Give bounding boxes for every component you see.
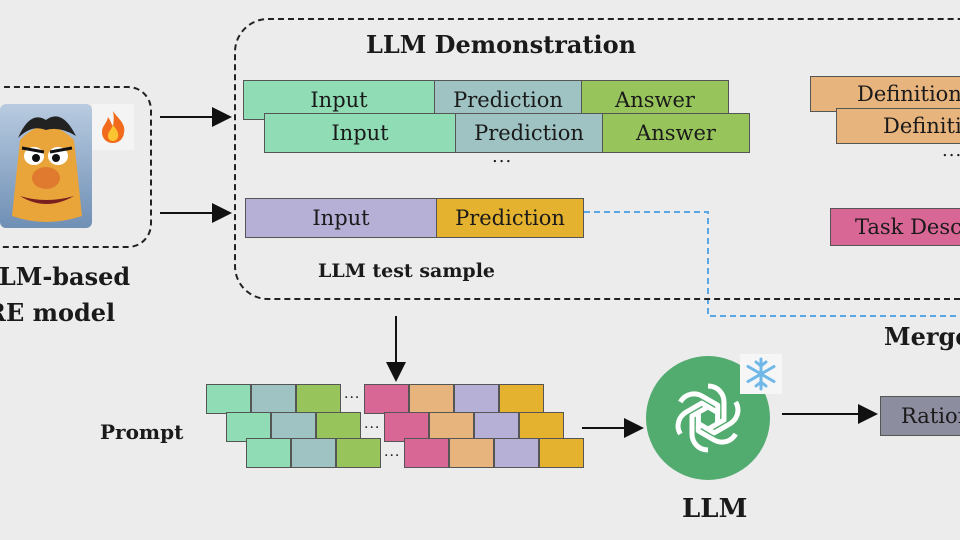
prompt-tile [271,412,316,442]
re-model-label-line2: RE model [0,298,116,327]
demonstration-frame [234,18,960,300]
demonstration-title: LLM Demonstration [362,30,641,59]
re-model-avatar [0,104,92,228]
demo-row2-answer: Answer [602,113,750,153]
prompt-tile [364,384,409,414]
definition-ellipsis: ... [942,140,960,161]
definition-box-2: Definiti [836,108,960,144]
re-model-frame [0,86,152,248]
prompt-tile [291,438,336,468]
merge-label: Merge [884,322,960,351]
demo-ellipsis: ... [492,146,513,167]
demo-row2-prediction: Prediction [455,113,603,153]
puppet-face-icon [12,116,82,222]
task-description-box: Task Desc [830,208,960,246]
test-sample-label: LLM test sample [318,260,496,282]
openai-logo-icon [675,383,741,453]
prompt-tile [251,384,296,414]
prompt-tile [519,412,564,442]
test-input: Input [245,198,437,238]
prompt-tile [494,438,539,468]
demo-row2-input: Input [264,113,456,153]
prompt-tile [246,438,291,468]
rationale-box: Ration [880,396,960,436]
prompt-tile [336,438,381,468]
prompt-ellipsis-3: ... [384,444,401,460]
prompt-tile [454,384,499,414]
re-model-label-line1: LLM-based [0,262,131,291]
prompt-tile [409,384,454,414]
prompt-label: Prompt [100,420,184,444]
prompt-tile [296,384,341,414]
prompt-tile [206,384,251,414]
prompt-tile [226,412,271,442]
snowflake-icon [740,354,782,394]
prompt-tile [449,438,494,468]
prompt-tile [404,438,449,468]
prompt-tile [316,412,361,442]
prompt-ellipsis-1: ... [344,386,361,402]
definition-box-1: Definition [810,76,960,112]
prompt-tile [384,412,429,442]
test-prediction: Prediction [436,198,584,238]
prompt-tile [499,384,544,414]
fire-icon [92,104,134,150]
prompt-tile [539,438,584,468]
merge-connector-line [584,211,960,317]
llm-label: LLM [682,494,748,524]
prompt-ellipsis-2: ... [364,416,381,432]
